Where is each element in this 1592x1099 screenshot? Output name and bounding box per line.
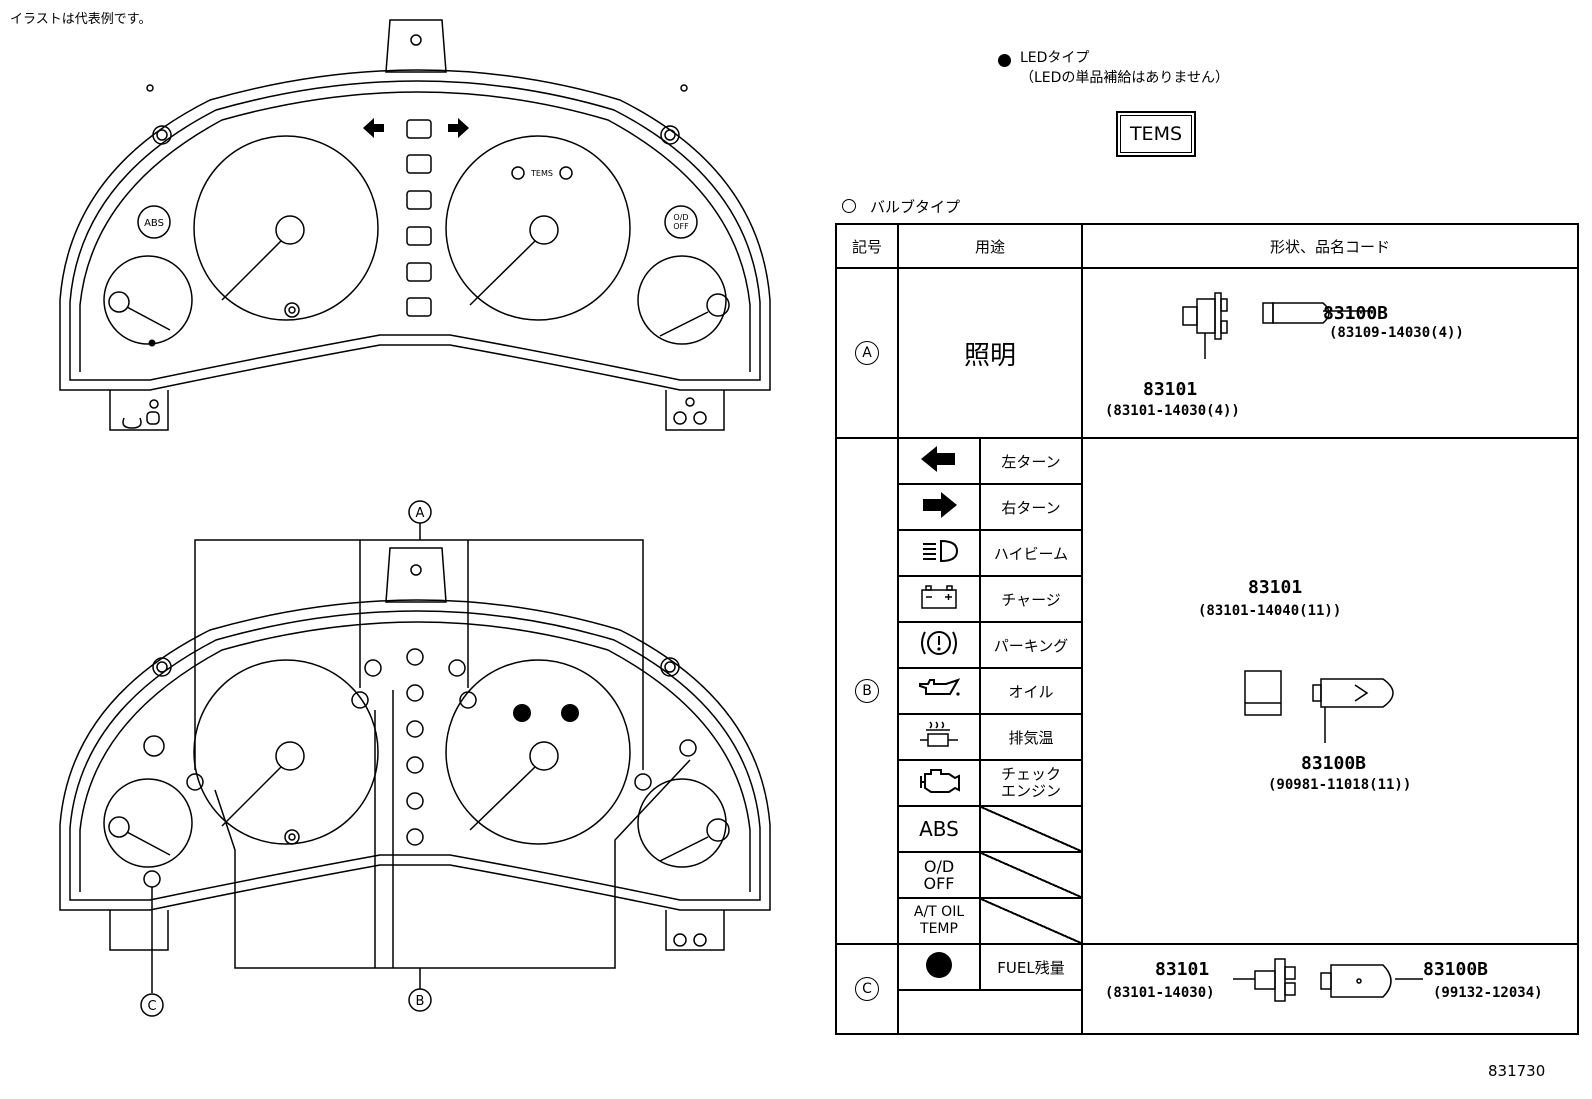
led-type-label: LEDタイプ <box>1020 50 1090 66</box>
row-a: A 照明 83100B (83109-14030(4)) 83101 (8310… <box>835 267 1579 439</box>
row-b-empty-9 <box>979 851 1083 899</box>
right-arrow-icon <box>448 118 469 138</box>
header-use: 用途 <box>897 223 1083 269</box>
callout-c: C <box>147 999 156 1014</box>
exhaust-temp-icon <box>920 721 958 747</box>
battery-icon <box>921 585 957 609</box>
row-c-part1: 83101 <box>1155 959 1210 980</box>
row-c-label: FUEL残量 <box>979 943 1083 991</box>
row-a-part2-code: (83109-14030(4)) <box>1329 325 1464 341</box>
bulb-ring-icon <box>842 199 856 213</box>
parking-brake-icon <box>921 631 957 655</box>
row-a-bulb-drawing <box>1182 292 1373 359</box>
row-b-text-icon-8: ABS <box>897 805 981 853</box>
bulb-legend: バルブタイプ <box>842 196 960 217</box>
row-c-part2: 83100B <box>1423 959 1489 980</box>
tems-box: TEMS <box>1116 111 1196 157</box>
top-cluster <box>59 19 771 431</box>
row-c-empty <box>897 989 1083 1035</box>
row-b-part1: 83101 <box>1248 577 1303 598</box>
row-b-label-1: 右ターン <box>979 483 1083 531</box>
od-off-label-1: O/D <box>673 213 688 222</box>
row-b-empty-8 <box>979 805 1083 853</box>
row-b-label-3: チャージ <box>979 575 1083 623</box>
row-c-symbol: C <box>855 977 879 1001</box>
row-b-label-6: 排気温 <box>979 713 1083 761</box>
callout-a: A <box>416 506 425 521</box>
parts-table: 記号 用途 形状、品名コード A 照明 83100B (83109-14030(… <box>835 223 1579 1035</box>
bulb-type-label: バルブタイプ <box>870 198 961 216</box>
row-b-first: B 左ターン 83101 (83101-14040(11)) 83100B (9… <box>835 437 1579 945</box>
oil-can-icon <box>919 678 961 696</box>
row-a-use: 照明 <box>897 267 1083 439</box>
diagram-code: 831730 <box>1488 1062 1546 1080</box>
row-c-part2-code: (99132-12034) <box>1433 985 1543 1001</box>
led-note-label: （LEDの単品補給はありません） <box>1020 70 1230 86</box>
row-c: C FUEL残量 83101 (83101-14030) 83100B (991… <box>835 943 1579 1035</box>
right-arrow-icon <box>923 492 957 518</box>
abs-indicator-label: ABS <box>144 218 164 229</box>
header-shape: 形状、品名コード <box>1081 223 1579 269</box>
row-a-part1-code: (83101-14030(4)) <box>1105 403 1240 419</box>
led-dot-icon <box>926 952 952 978</box>
bottom-cluster <box>59 500 771 1017</box>
row-b-label-5: オイル <box>979 667 1083 715</box>
row-b-empty-10 <box>979 897 1083 945</box>
od-off-label-2: OFF <box>673 222 689 231</box>
row-a-part2: 83100B <box>1323 303 1389 324</box>
tems-indicator-label: TEMS <box>530 169 553 178</box>
header-symbol: 記号 <box>835 223 899 269</box>
instrument-cluster-drawings: ABS O/D OFF TEMS A B C <box>59 19 771 1017</box>
high-beam-icon <box>923 539 959 563</box>
led-dot-icon <box>998 54 1011 67</box>
left-arrow-icon <box>921 446 955 472</box>
left-arrow-icon <box>363 118 384 138</box>
row-b-label-0: 左ターン <box>979 437 1083 485</box>
row-a-symbol: A <box>855 341 879 365</box>
row-b-label-2: ハイビーム <box>979 529 1083 577</box>
row-b-part2: 83100B <box>1301 753 1367 774</box>
callout-b: B <box>416 994 425 1009</box>
check-engine-icon <box>920 769 960 793</box>
row-c-bulb-drawing <box>1233 958 1423 1002</box>
row-b-part1-code: (83101-14040(11)) <box>1198 603 1342 619</box>
row-b-symbol: B <box>855 679 879 703</box>
row-a-part1: 83101 <box>1143 379 1198 400</box>
led-legend: LEDタイプ （LEDの単品補給はありません） <box>998 48 1230 88</box>
row-b-text-icon-9: O/D OFF <box>897 851 981 899</box>
row-b-part2-code: (90981-11018(11)) <box>1268 777 1412 793</box>
row-b-label-7: チェック エンジン <box>979 759 1083 807</box>
row-b-text-icon-10: A/T OIL TEMP <box>897 897 981 945</box>
illustration-note: イラストは代表例です。 <box>10 12 152 27</box>
row-c-part1-code: (83101-14030) <box>1105 985 1215 1001</box>
row-b-label-4: パーキング <box>979 621 1083 669</box>
row-b-bulb-drawing <box>1244 670 1394 743</box>
